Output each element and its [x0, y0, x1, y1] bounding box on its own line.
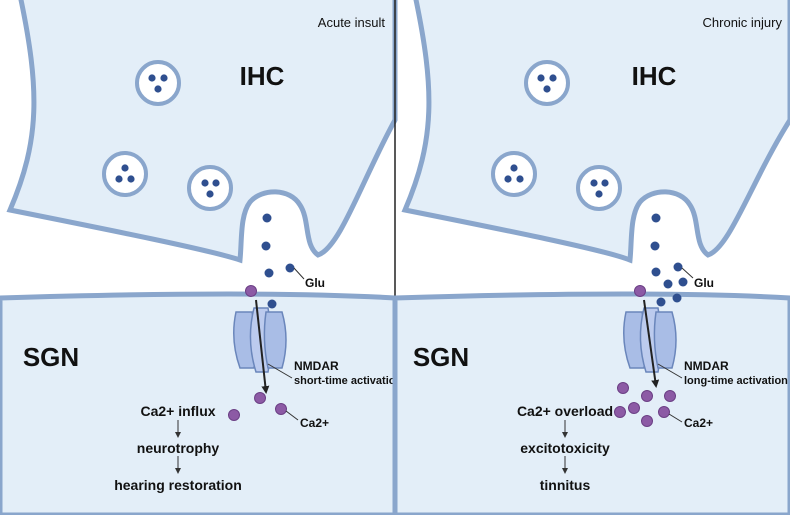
glu-label: Glu — [694, 276, 714, 290]
glu-label: Glu — [305, 276, 325, 290]
vesicle — [491, 151, 537, 197]
calcium-label: Ca2+ — [684, 416, 713, 430]
sgn-membrane — [392, 291, 790, 515]
panel-title: Chronic injury — [703, 15, 783, 30]
calcium-influx-arrow — [643, 299, 660, 388]
panel-acute: Acute insult IHC SGN Glu NMDAR short-tim… — [0, 0, 402, 515]
panel-chronic: Chronic injury IHC SGN Glu NMDAR long-ti… — [392, 0, 790, 515]
vesicle — [524, 60, 570, 106]
glutamate-molecules — [261, 213, 295, 309]
vesicle — [102, 151, 148, 197]
activation-label: short-time activation — [294, 375, 402, 387]
nmdar-label: NMDAR — [684, 359, 729, 373]
flow-step: Ca2+ influx — [140, 403, 215, 419]
calcium-ions — [228, 285, 287, 421]
flow-step: Ca2+ overload — [517, 403, 613, 419]
nmdar-label: NMDAR — [294, 359, 339, 373]
flow-step: hearing restoration — [114, 477, 242, 493]
flow-step: tinnitus — [540, 477, 591, 493]
nmdar-receptor — [623, 307, 677, 373]
ihc-label: IHC — [632, 61, 677, 91]
sgn-label: SGN — [413, 342, 469, 372]
ihc-cell — [6, 0, 398, 264]
vesicle — [135, 60, 181, 106]
flow-step: neurotrophy — [137, 440, 220, 456]
calcium-ions — [614, 285, 676, 427]
ihc-cell — [401, 0, 790, 264]
sgn-label: SGN — [23, 342, 79, 372]
calcium-influx-arrow — [255, 299, 270, 394]
vesicle — [187, 165, 233, 211]
panel-title: Acute insult — [318, 15, 386, 30]
glutamate-molecules — [650, 213, 688, 307]
vesicle — [576, 165, 622, 211]
flow-step: excitotoxicity — [520, 440, 610, 456]
calcium-label: Ca2+ — [300, 416, 329, 430]
ihc-label: IHC — [240, 61, 285, 91]
activation-label: long-time activation — [684, 375, 788, 387]
sgn-membrane — [0, 291, 398, 515]
